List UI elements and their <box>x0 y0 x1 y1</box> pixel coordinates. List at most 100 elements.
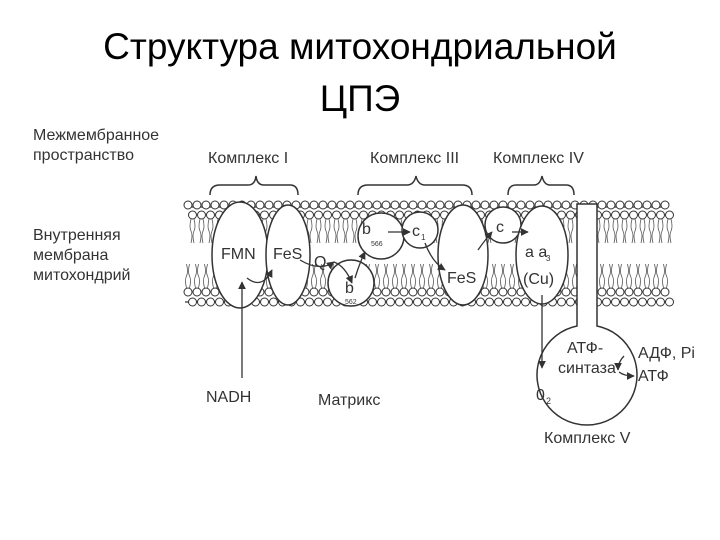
lipid-head <box>624 200 634 210</box>
lipid-head <box>602 210 611 220</box>
lipid-head <box>260 210 269 220</box>
lipid-head <box>431 297 440 307</box>
lipid-head <box>305 210 314 220</box>
lipid-head <box>633 200 643 210</box>
arrow-b-bottom-to-b-top <box>354 251 366 279</box>
lipid-head <box>566 297 575 307</box>
lipid-head <box>413 297 422 307</box>
lipid-head <box>305 297 314 307</box>
lipid-head <box>629 210 638 220</box>
lipid-head <box>561 287 571 297</box>
lipid-head <box>201 287 211 297</box>
label-c: c <box>496 219 504 236</box>
label-fes-3: FeS <box>447 270 476 287</box>
label-b-bottom: b <box>345 280 354 297</box>
label-atp: АТФ <box>638 368 669 385</box>
lipid-head <box>656 297 665 307</box>
arrow-adp-in <box>614 355 625 371</box>
lipid-tail <box>644 263 650 289</box>
label-matrix: Матрикс <box>318 392 380 409</box>
label-o2-sub: 2 <box>546 396 551 406</box>
lipid-head <box>611 297 620 307</box>
lipid-head <box>314 297 323 307</box>
lipid-head <box>444 200 454 210</box>
arrow-fmn-to-fes <box>246 269 273 284</box>
label-b-top-sub: 566 <box>371 241 383 248</box>
lipid-head <box>566 210 575 220</box>
lipid-head <box>183 287 193 297</box>
lipid-head <box>350 210 359 220</box>
lipid-head <box>399 200 409 210</box>
lipid-head <box>408 287 418 297</box>
lipid-head <box>638 210 647 220</box>
brace-complex-4 <box>507 175 575 196</box>
lipid-head <box>354 200 364 210</box>
lipid-head <box>183 200 193 210</box>
lipid-tail <box>621 218 628 244</box>
lipid-tail <box>612 218 619 244</box>
lipid-head <box>485 297 494 307</box>
lipid-tail <box>315 218 322 244</box>
lipid-head <box>363 200 373 210</box>
lipid-tail <box>599 263 605 289</box>
label-c1: c <box>412 223 420 240</box>
lipid-head <box>417 287 427 297</box>
label-complex-1: Комплекс I <box>208 150 288 167</box>
lipid-head <box>615 287 625 297</box>
lipid-tail <box>383 263 389 289</box>
lipid-head <box>359 210 368 220</box>
lipid-head <box>638 297 647 307</box>
lipid-head <box>197 297 206 307</box>
lipid-tail <box>401 263 407 289</box>
lipid-head <box>206 210 215 220</box>
lipid-head <box>368 297 377 307</box>
lipid-head <box>435 200 445 210</box>
label-aa3-sub: 3 <box>546 254 551 263</box>
label-intermembrane-line-2: пространство <box>33 147 134 164</box>
atp-synthase-stalk <box>536 203 638 426</box>
lipid-tail <box>639 218 646 244</box>
lipid-head <box>597 287 607 297</box>
lipid-tail <box>374 263 380 289</box>
lipid-head <box>489 287 499 297</box>
lipid-head <box>471 200 481 210</box>
complex-3-c1 <box>401 211 439 249</box>
label-b-top: b <box>362 221 371 238</box>
lipid-tail <box>189 218 196 244</box>
lipid-head <box>219 200 229 210</box>
lipid-head <box>665 297 674 307</box>
complex-3-fes <box>437 204 489 306</box>
lipid-head <box>395 210 404 220</box>
lipid-head <box>656 210 665 220</box>
arrow-atp-out <box>618 371 635 380</box>
lipid-tail <box>648 218 655 244</box>
lipid-tail <box>657 218 664 244</box>
electron-flow-arrows <box>238 228 635 380</box>
lipid-tail <box>185 263 191 289</box>
lipid-head <box>381 287 391 297</box>
lipid-head <box>611 210 620 220</box>
label-nadh: NADH <box>206 389 251 406</box>
lipid-tail <box>635 263 641 289</box>
label-atp-synthase-line-1: АТФ- <box>567 340 603 357</box>
lipid-head <box>188 210 197 220</box>
lipid-head <box>390 287 400 297</box>
label-complex-4: Комплекс IV <box>493 150 584 167</box>
label-fes-1: FeS <box>273 246 302 263</box>
lipid-head <box>494 297 503 307</box>
lipid-tail <box>653 263 659 289</box>
lipid-tail <box>419 263 425 289</box>
lipid-head <box>642 200 652 210</box>
lipid-tail <box>617 263 623 289</box>
lipid-tail <box>324 218 331 244</box>
lipid-head <box>345 200 355 210</box>
lipid-head <box>323 297 332 307</box>
lipid-tail <box>342 218 349 244</box>
arrow-fes-to-c <box>477 231 493 251</box>
lipid-head <box>197 210 206 220</box>
lipid-head <box>498 287 508 297</box>
lipid-head <box>377 297 386 307</box>
lipid-head <box>314 210 323 220</box>
lipid-head <box>395 297 404 307</box>
